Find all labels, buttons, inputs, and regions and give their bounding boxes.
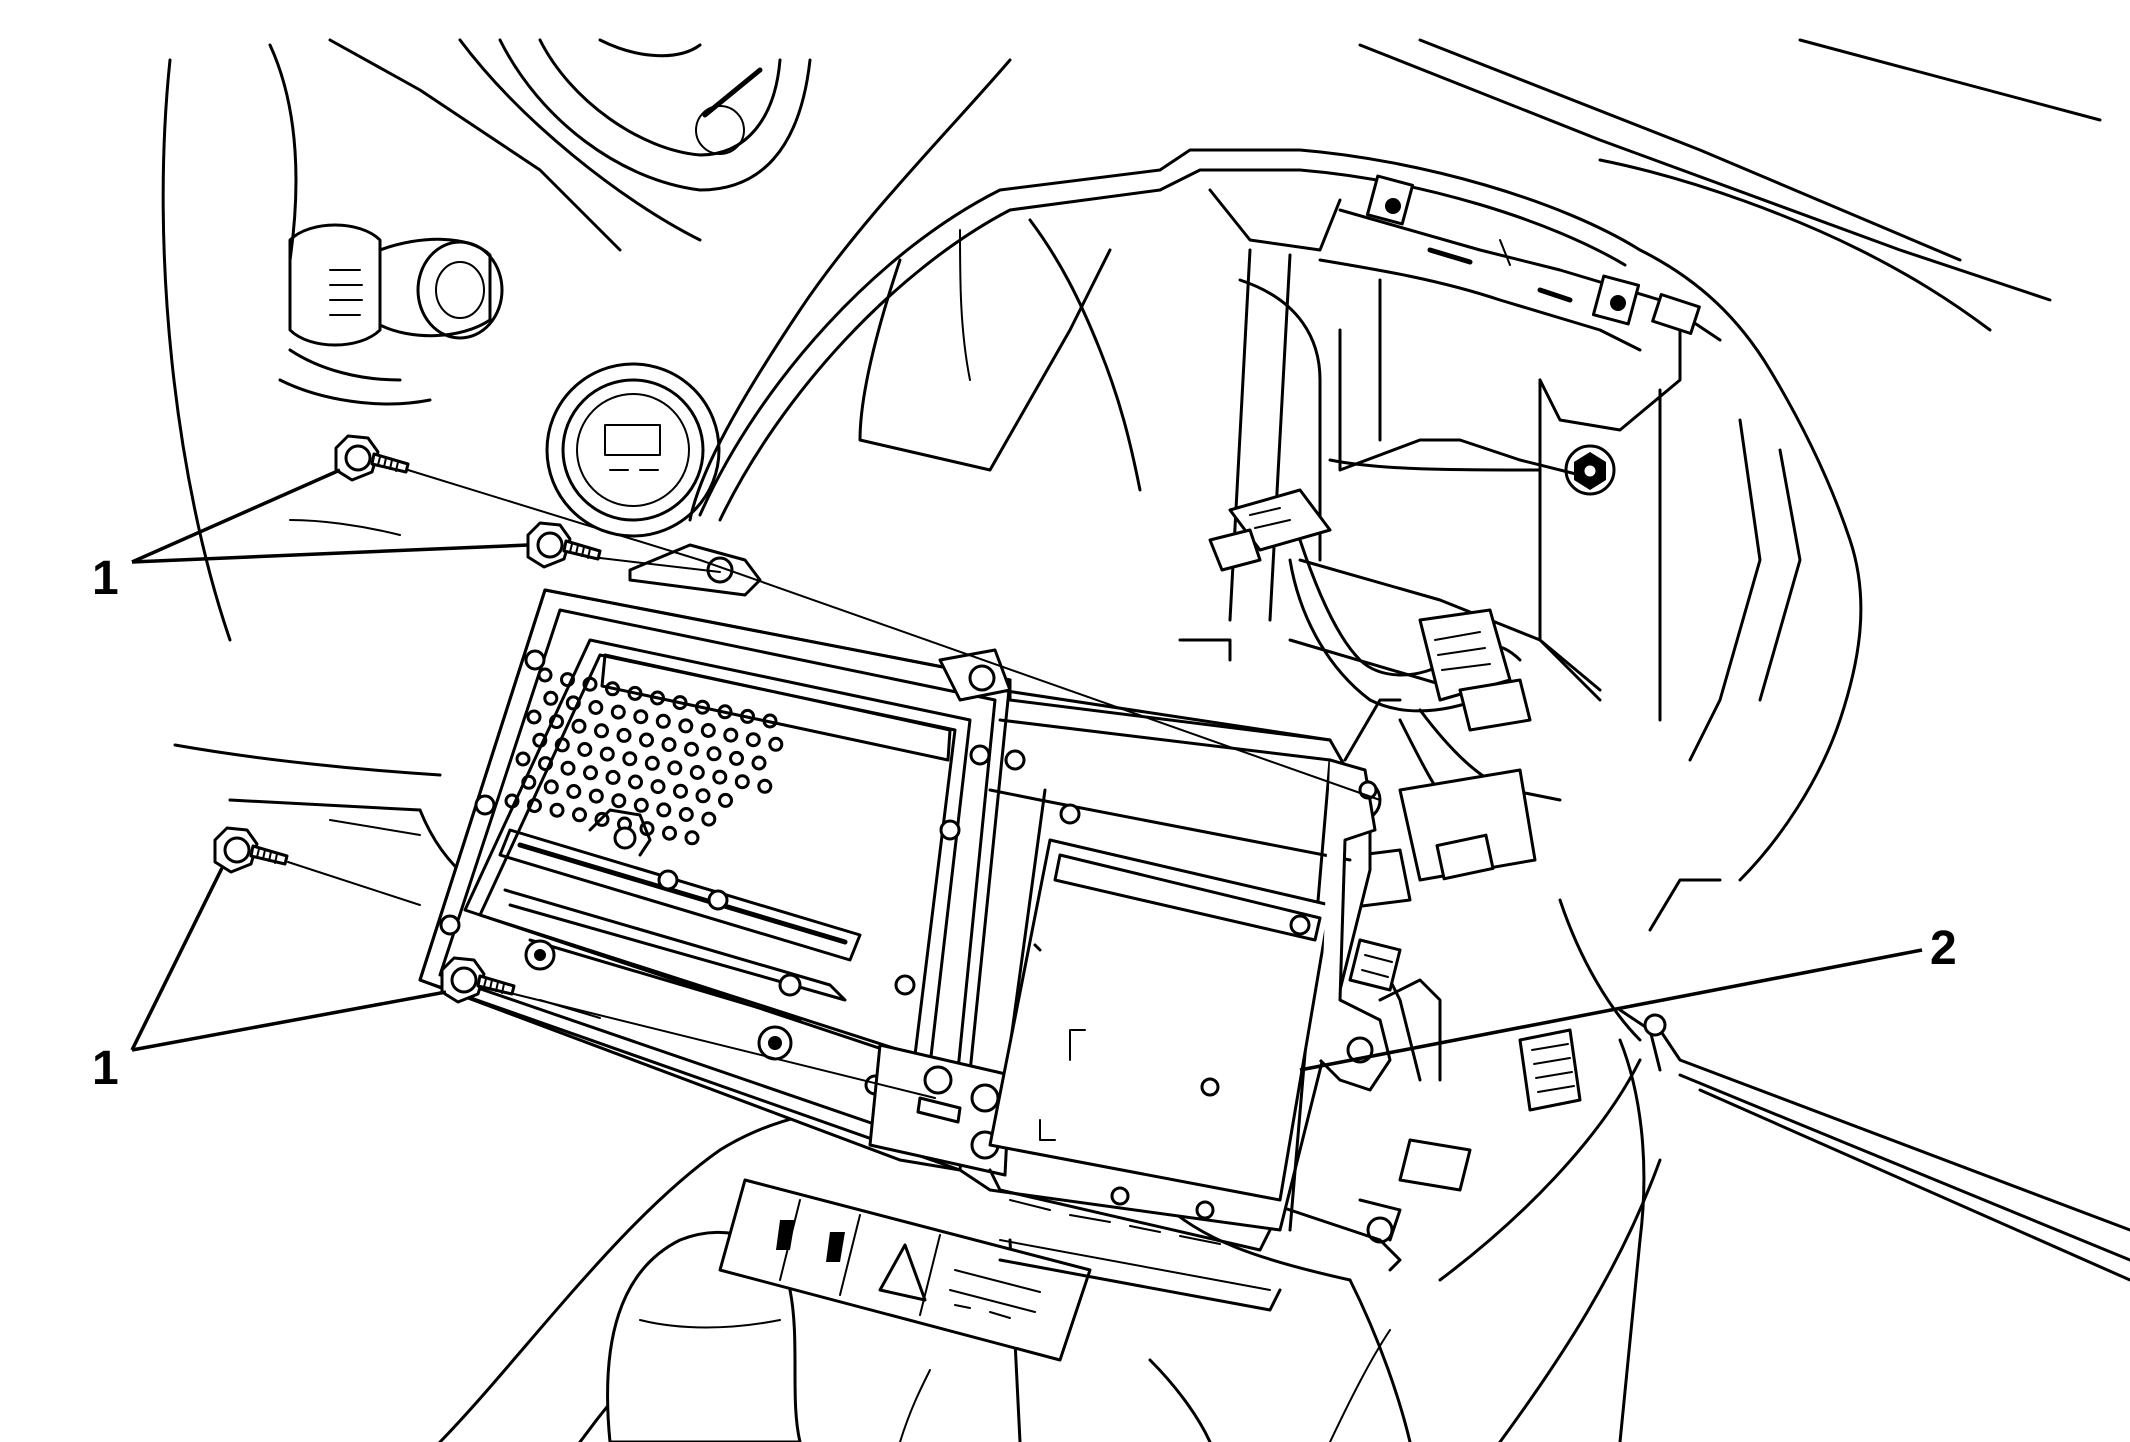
vent-hole <box>734 774 750 790</box>
vent-hole <box>729 750 744 766</box>
vent-hole <box>745 732 761 748</box>
bolt-upper-left <box>334 434 410 482</box>
vent-hole <box>706 746 722 762</box>
vent-hole <box>527 798 542 814</box>
vent-hole <box>633 709 649 725</box>
bolt-upper-right <box>526 521 602 569</box>
vent-hole <box>504 793 520 809</box>
vent-hole <box>656 802 672 818</box>
vent-hole <box>700 723 716 738</box>
vent-hole <box>560 760 576 776</box>
vent-hole <box>655 713 671 729</box>
vent-hole <box>605 769 621 785</box>
vent-hole <box>543 779 559 795</box>
vent-hole <box>650 690 665 706</box>
vent-hole <box>605 681 620 697</box>
vent-hole <box>543 690 559 706</box>
vent-hole <box>560 672 575 688</box>
vent-hole <box>768 736 784 752</box>
vent-hole <box>695 699 710 715</box>
vent-hole <box>689 765 705 780</box>
bolt-lower-right <box>440 956 516 1004</box>
vent-hole <box>757 778 773 794</box>
vent-hole <box>740 708 755 724</box>
vent-hole <box>718 792 733 808</box>
vent-hole <box>549 802 565 818</box>
vent-hole <box>526 709 542 725</box>
vent-hole <box>678 807 694 822</box>
vent-hole <box>521 774 537 790</box>
vent-hole <box>582 676 598 692</box>
vent-hole <box>644 755 660 771</box>
vent-hole <box>751 755 767 771</box>
vent-holes <box>504 667 784 846</box>
callout-1-lower-label: 1 <box>92 1042 119 1095</box>
callout-1-lower: 1 <box>92 867 447 1095</box>
vent-hole <box>717 704 733 720</box>
vent-hole <box>695 788 711 804</box>
vent-hole <box>678 718 694 734</box>
callout-2-label: 2 <box>1930 922 1957 975</box>
vent-hole <box>723 727 739 743</box>
vent-hole <box>667 760 683 776</box>
vent-hole <box>633 797 649 813</box>
vent-hole <box>549 714 564 730</box>
vent-hole <box>762 713 778 729</box>
vent-hole <box>628 774 643 790</box>
vent-hole <box>565 695 581 711</box>
vent-hole <box>532 732 548 748</box>
vent-hole <box>701 811 717 827</box>
vent-hole <box>622 751 638 767</box>
vent-hole <box>594 811 610 827</box>
vent-hole <box>537 667 553 683</box>
bolt-guide-lines <box>287 469 1381 1099</box>
vent-hole <box>572 807 587 823</box>
radio-module <box>418 543 1442 1312</box>
vent-hole <box>599 746 615 762</box>
vent-hole <box>650 779 666 795</box>
vent-hole <box>610 704 626 720</box>
vent-hole <box>571 718 587 734</box>
vent-hole <box>566 784 582 799</box>
vent-hole <box>627 685 643 701</box>
vent-hole <box>639 732 654 748</box>
vent-hole <box>684 830 700 846</box>
vent-hole <box>673 783 688 799</box>
vent-hole <box>588 700 604 715</box>
vent-hole <box>538 756 553 772</box>
vent-hole <box>712 769 728 785</box>
vent-hole <box>583 765 598 781</box>
dashboard-outline <box>161 38 2130 1442</box>
vent-hole <box>611 793 627 809</box>
bolt-lower-left <box>213 826 289 874</box>
callout-2: 2 <box>1299 922 1957 1072</box>
vent-hole <box>662 825 677 841</box>
vent-hole <box>594 723 609 739</box>
vent-hole <box>577 742 593 757</box>
vent-hole <box>661 737 677 753</box>
vent-hole <box>616 727 632 743</box>
vent-hole <box>672 695 688 711</box>
vent-hole <box>515 751 531 767</box>
vent-hole <box>588 788 604 804</box>
callout-1-upper: 1 <box>92 468 529 605</box>
callout-1-upper-label: 1 <box>92 552 119 605</box>
vent-hole <box>554 737 570 753</box>
vent-hole <box>684 741 699 757</box>
